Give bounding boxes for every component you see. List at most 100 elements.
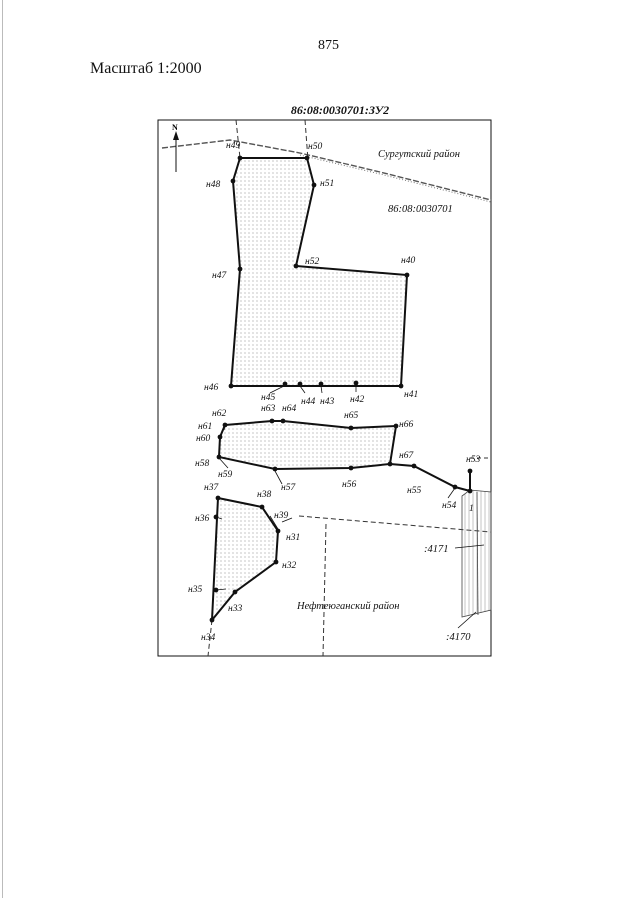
label-n45: н45 xyxy=(261,393,275,403)
label-n46: н46 xyxy=(204,383,218,393)
vertex-n48 xyxy=(230,178,236,184)
label-n43: н43 xyxy=(320,397,334,407)
neighbor-parcel-4171-label: :4171 xyxy=(424,544,449,555)
label-n60: н60 xyxy=(196,434,210,444)
vertex-n49 xyxy=(237,155,243,161)
parcel-north xyxy=(229,157,409,387)
vertex-n60 xyxy=(217,434,223,440)
vertex-n53b xyxy=(467,488,473,494)
label-n62: н62 xyxy=(212,409,226,419)
neighbor-leader-4170 xyxy=(457,611,477,629)
block-code-label: 86:08:0030701 xyxy=(388,204,453,215)
label-n51: н51 xyxy=(320,179,334,189)
scale-label: Масштаб 1:2000 xyxy=(90,60,202,77)
label-n64: н64 xyxy=(282,404,296,414)
neighbor-parcel-divider xyxy=(476,491,479,616)
map-frame xyxy=(157,119,492,657)
label-n55: н55 xyxy=(407,486,421,496)
district-boundary-north xyxy=(161,139,492,201)
label-n35: н35 xyxy=(188,585,202,595)
vertex-n58 xyxy=(216,454,222,460)
vertex-n63 xyxy=(269,418,275,424)
north-arrow-icon: N xyxy=(172,123,179,172)
label-n65: н65 xyxy=(344,411,358,421)
vertex-n31 xyxy=(275,528,281,534)
label-n34: н34 xyxy=(201,633,215,643)
label-n31: н31 xyxy=(286,533,300,543)
dashed-line-north xyxy=(304,119,309,161)
label-n59: н59 xyxy=(218,470,232,480)
vertex-n50 xyxy=(304,155,310,161)
vertex-n64 xyxy=(280,418,286,424)
neighbor-leader-4171 xyxy=(454,544,485,549)
label-n42: н42 xyxy=(350,395,364,405)
vertex-n56 xyxy=(348,465,354,471)
label-n67: н67 xyxy=(399,451,414,461)
label-n54: н54 xyxy=(442,501,456,511)
vertex-n51 xyxy=(311,182,317,188)
region-label-surgut: Сургутский район xyxy=(378,149,460,160)
vertex-n32 xyxy=(273,559,279,565)
vertex-n47 xyxy=(237,266,243,272)
label-leaders xyxy=(215,385,456,591)
vertex-n38 xyxy=(259,504,265,510)
label-n32: н32 xyxy=(282,561,296,571)
label-n33: н33 xyxy=(228,604,242,614)
vertex-n57 xyxy=(272,466,278,472)
label-n49: н49 xyxy=(226,141,240,151)
neighbor-parcel-4170-label: :4170 xyxy=(446,632,471,643)
vertex-n45 xyxy=(282,381,288,387)
vertex-n40 xyxy=(404,272,410,278)
vertex-n54 xyxy=(452,484,458,490)
label-n40: н40 xyxy=(401,256,415,266)
vertex-n43 xyxy=(318,381,324,387)
label-n66: н66 xyxy=(399,420,413,430)
label-n58: н58 xyxy=(195,459,209,469)
page-number: 875 xyxy=(318,38,339,53)
strip-east-extension xyxy=(389,463,471,492)
parcel-strip xyxy=(217,420,398,471)
label-n56: н56 xyxy=(342,480,356,490)
compass-label: N xyxy=(172,123,178,132)
scan-edge xyxy=(2,0,3,898)
label-n39: н39 xyxy=(274,511,288,521)
label-n52: н52 xyxy=(305,257,319,267)
vertex-n66 xyxy=(393,423,399,429)
label-n47: н47 xyxy=(212,271,227,281)
label-n57: н57 xyxy=(281,483,296,493)
label-n41: н41 xyxy=(404,390,418,400)
label-n38: н38 xyxy=(257,490,271,500)
dashed-line-south-mid xyxy=(322,523,327,657)
vertex-n46 xyxy=(228,383,234,389)
label-n50: н50 xyxy=(308,142,322,152)
vertex-n65 xyxy=(348,425,354,431)
neighbor-parcel-area xyxy=(461,489,492,618)
label-n63: н63 xyxy=(261,404,275,414)
vertex-n42 xyxy=(353,380,359,386)
label-n53: н53 xyxy=(466,455,480,465)
label-n37: н37 xyxy=(204,483,219,493)
vertex-n33 xyxy=(232,589,238,595)
neighbor-mark-label: 1 xyxy=(469,504,474,514)
vertex-n52 xyxy=(293,263,299,269)
label-n61: н61 xyxy=(198,422,212,432)
dashed-line-south-west xyxy=(207,619,213,657)
dashed-line-west xyxy=(235,119,241,159)
parcel-south xyxy=(210,496,280,623)
label-n44: н44 xyxy=(301,397,315,407)
district-boundary-north-dots xyxy=(299,154,492,203)
vertex-n53 xyxy=(467,468,473,474)
label-n48: н48 xyxy=(206,180,220,190)
vertex-n67 xyxy=(387,461,393,467)
vertex-n41 xyxy=(398,383,404,389)
vertex-n44 xyxy=(297,381,303,387)
label-n36: н36 xyxy=(195,514,209,524)
region-label-nefteyugansk: Нефтеюганский район xyxy=(296,601,399,612)
plan-title: 86:08:0030701:ЗУ2 xyxy=(290,103,390,117)
vertex-n37 xyxy=(215,495,221,501)
vertex-n55 xyxy=(411,463,417,469)
vertex-n34 xyxy=(209,617,215,623)
dashed-line-south-east xyxy=(298,515,492,533)
